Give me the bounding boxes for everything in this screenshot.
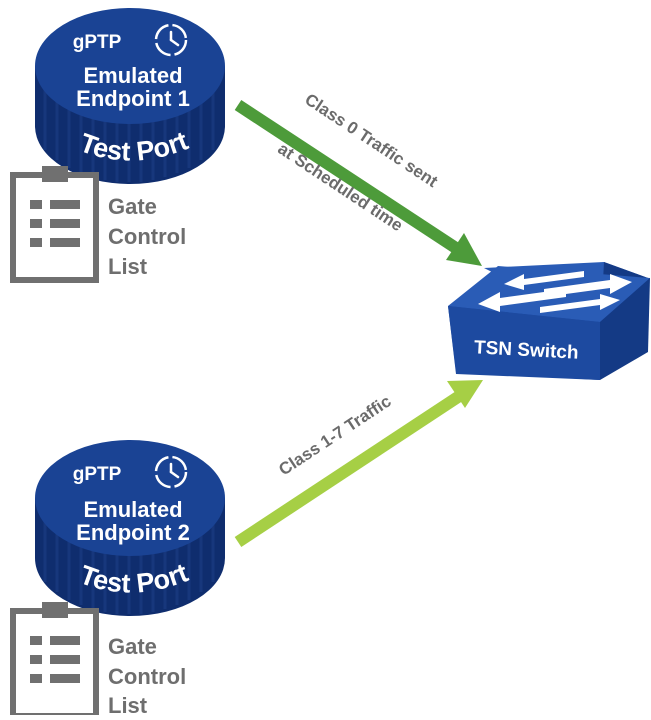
gcl-2-line2: Control — [108, 664, 186, 689]
switch-arrows-icon — [478, 271, 632, 313]
endpoint-2-title-line1: Emulated — [83, 497, 182, 522]
clock-icon — [154, 23, 188, 57]
endpoint-2-disk-top — [35, 440, 225, 556]
endpoint-2: gPTP Emulated Endpoint 2 Test Port — [35, 440, 225, 616]
endpoint-2-gptp-label: gPTP — [73, 464, 122, 485]
endpoint-2-title-line2: Endpoint 2 — [76, 520, 190, 545]
endpoint-1-disk-top — [35, 8, 225, 124]
endpoint-1: gPTP Emulated Endpoint 1 Test Port — [35, 8, 225, 184]
clipboard-list-icon — [10, 602, 99, 719]
clipboard-list-icon — [10, 166, 99, 283]
class17-traffic-arrow — [234, 380, 483, 548]
endpoint-1-title-line1: Emulated — [83, 63, 182, 88]
gcl-2-line1: Gate — [108, 634, 157, 659]
endpoint-1-title-line2: Endpoint 1 — [76, 86, 190, 111]
class17-label: Class 1-7 Traffic — [275, 392, 394, 480]
class17-traffic-label: Class 1-7 Traffic — [275, 392, 394, 480]
gcl-2-line3: List — [108, 693, 148, 715]
class0-traffic-arrow — [234, 99, 482, 266]
gcl-1-line1: Gate — [108, 194, 157, 219]
gcl-1-line2: Control — [108, 224, 186, 249]
clock-icon — [154, 455, 188, 489]
endpoint-1-gptp-label: gPTP — [73, 32, 122, 53]
gcl-1-line3: List — [108, 254, 148, 279]
tsn-switch: TSN Switch — [448, 262, 650, 380]
